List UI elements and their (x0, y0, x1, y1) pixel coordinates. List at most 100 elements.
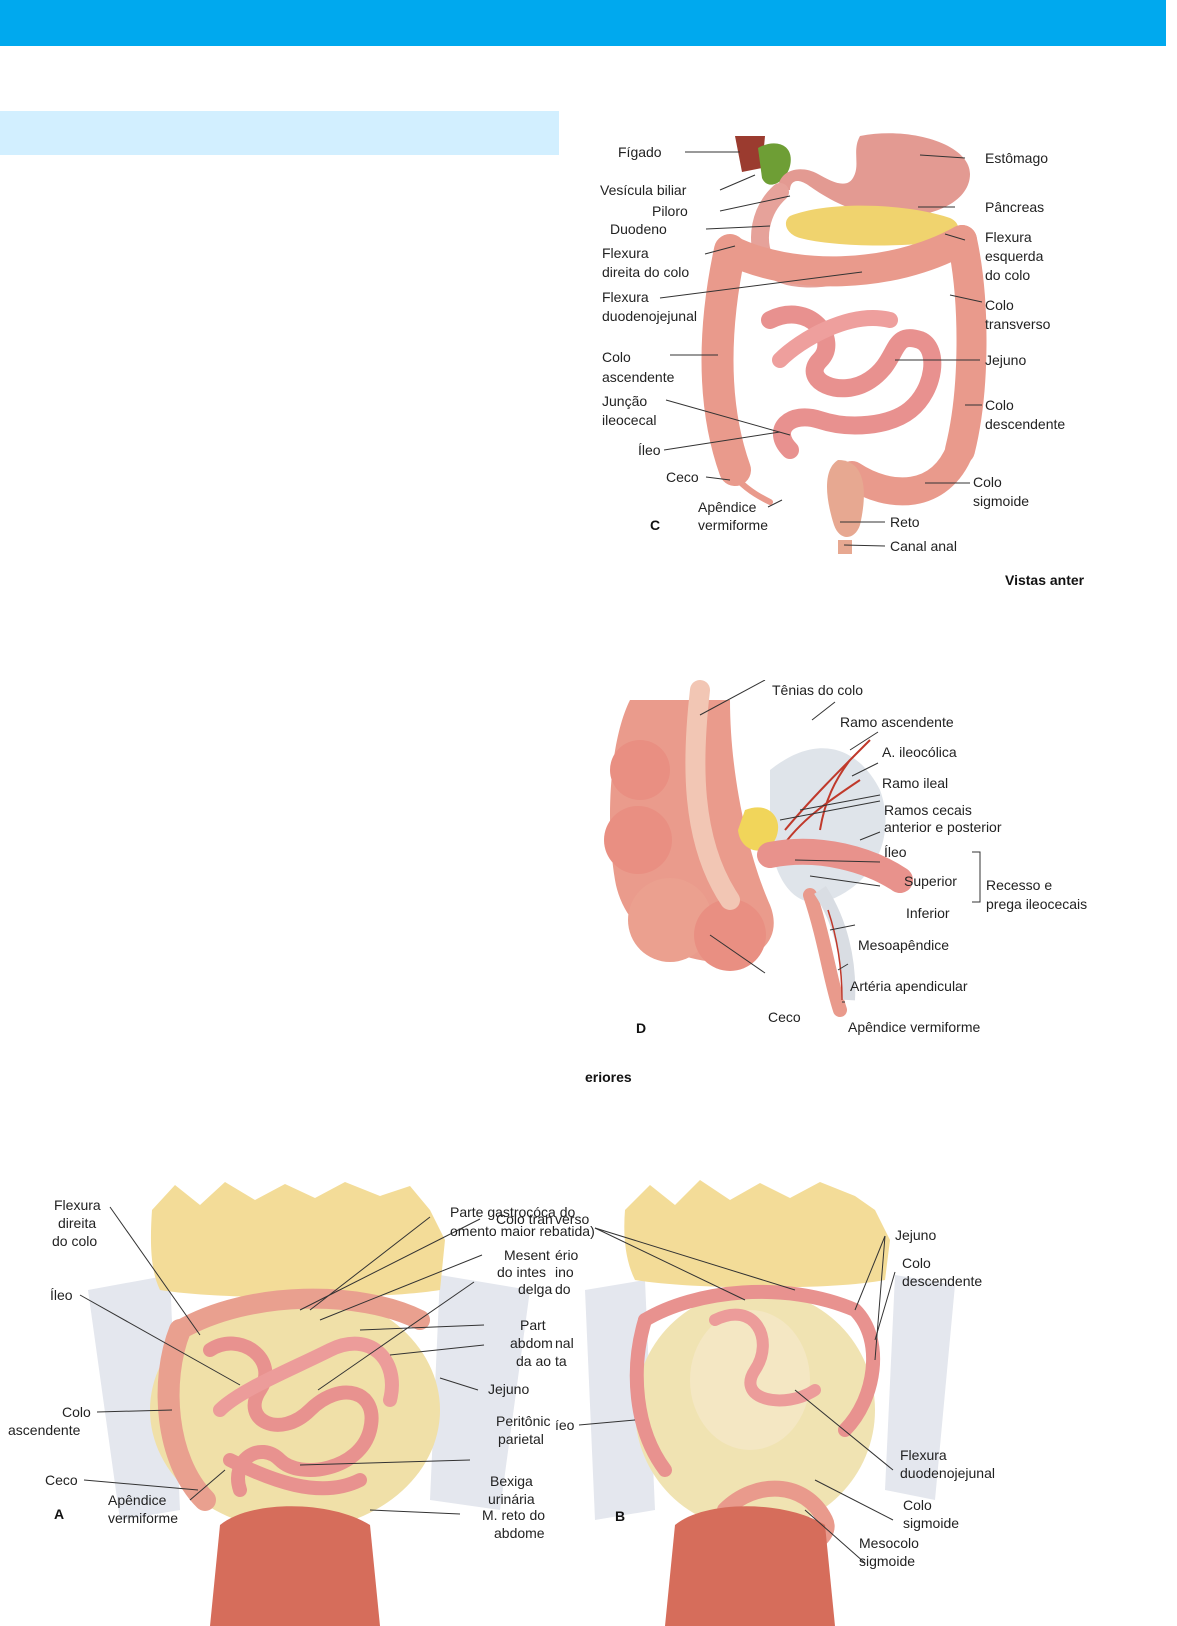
label-fragment-5: ta (555, 1353, 567, 1369)
label-peritonio-1: Peritônic (496, 1413, 550, 1429)
label-arteria-apendicular: Artéria apendicular (850, 978, 968, 994)
label-apendice-vermiforme: Apêndice vermiforme (848, 1019, 980, 1035)
figure-c-digestive-tract: Fígado Vesícula biliar Piloro Duodeno Fl… (590, 130, 1160, 605)
label-flexura-esquerda-3: do colo (985, 267, 1030, 283)
label-figado: Fígado (618, 144, 662, 160)
label-colo-transverso: verso (555, 1211, 589, 1227)
label-ramo-ascendente: Ramo ascendente (840, 714, 954, 730)
label-colo-ascendente-2: ascendente (8, 1422, 81, 1438)
label-fragment-4: nal (555, 1335, 574, 1351)
label-ramo-ileal: Ramo ileal (882, 775, 948, 791)
label-flexura-esquerda-2: esquerda (985, 248, 1044, 264)
label-ceco: Ceco (768, 1009, 801, 1025)
label-ileo: Íleo (638, 442, 661, 458)
label-colo-sigmoide-1: Colo (973, 474, 1002, 490)
label-duodeno: Duodeno (610, 221, 667, 237)
label-fragment-2: ino (555, 1264, 574, 1280)
label-flexura-direita-1: Flexura (54, 1197, 101, 1213)
label-pancreas: Pâncreas (985, 199, 1044, 215)
label-mesoapendice: Mesoapêndice (858, 937, 949, 953)
figure-letter-d: D (636, 1020, 646, 1036)
figure-letter-a: A (54, 1506, 64, 1522)
label-colo-sigmoide-2: sigmoide (903, 1515, 959, 1531)
label-flexura-duodenojejunal-1: Flexura (900, 1447, 947, 1463)
label-colo-sigmoide-1: Colo (903, 1497, 932, 1513)
figure-letter-c: C (650, 517, 660, 533)
label-juncao-ileocecal-1: Junção (602, 393, 647, 409)
figure-a-abdomen-anterior: Parte gastrocóca do omento maior rebatid… (0, 1180, 620, 1626)
label-parte-abdominal-1: Part (520, 1317, 546, 1333)
header-color-bar (0, 0, 1166, 46)
label-colo-transverso: Colo tran (496, 1211, 553, 1227)
label-flexura-direita-2: direita (58, 1215, 96, 1231)
label-ileo: íeo (555, 1417, 575, 1433)
label-inferior: Inferior (906, 905, 950, 921)
label-colo-descendente-1: Colo (985, 397, 1014, 413)
label-colo-ascendente-1: Colo (62, 1404, 91, 1420)
label-flexura-duodenojejunal-2: duodenojejunal (900, 1465, 995, 1481)
label-ramos-cecais-1: Ramos cecais (884, 802, 972, 818)
label-ileo: Íleo (50, 1287, 73, 1303)
label-apendice-2: vermiforme (698, 517, 768, 533)
label-apendice-1: Apêndice (698, 499, 757, 515)
label-peritonio-2: parietal (498, 1431, 544, 1447)
label-juncao-ileocecal-2: ileocecal (602, 412, 656, 428)
label-piloro: Piloro (652, 203, 688, 219)
label-ramos-cecais-2: anterior e posterior (884, 819, 1002, 835)
label-a-ileocolica: A. ileocólica (882, 744, 957, 760)
label-reto: Reto (890, 514, 920, 530)
view-caption-d: eriores (585, 1069, 632, 1085)
label-vesicula-biliar: Vesícula biliar (600, 182, 687, 198)
label-bexiga-1: Bexiga (490, 1473, 533, 1489)
label-reto-abdome-1: M. reto do (482, 1507, 545, 1523)
figure-letter-b: B (615, 1508, 625, 1524)
figure-c-illustration: Fígado Vesícula biliar Piloro Duodeno Fl… (600, 133, 1085, 588)
label-colo-transverso-1: Colo (985, 297, 1014, 313)
label-apendice-1: Apêndice (108, 1492, 167, 1508)
label-flexura-direita-1: Flexura (602, 245, 649, 261)
label-recesso-1: Recesso e (986, 877, 1052, 893)
label-mesenterio-3: delga (518, 1281, 552, 1297)
label-colo-descendente-2: descendente (902, 1273, 982, 1289)
label-colo-descendente-2: descendente (985, 416, 1065, 432)
label-colo-ascendente-2: ascendente (602, 369, 675, 385)
label-flexura-esquerda-1: Flexura (985, 229, 1032, 245)
label-mesocolo-1: Mesocolo (859, 1535, 919, 1551)
label-parte-abdominal-2: abdom (510, 1335, 553, 1351)
label-ceco: Ceco (45, 1472, 78, 1488)
label-omento-2: omento maior rebatida) (450, 1223, 595, 1239)
label-omento-1: Parte gastrocóca do (450, 1204, 576, 1220)
label-colo-ascendente-1: Colo (602, 349, 631, 365)
label-parte-abdominal-3: da ao (516, 1353, 551, 1369)
label-colo-transverso-2: transverso (985, 316, 1051, 332)
label-flexura-direita-3: do colo (52, 1233, 97, 1249)
label-mesenterio-2: do intes (497, 1264, 546, 1280)
label-apendice-2: vermiforme (108, 1510, 178, 1526)
figure-d-illustration: Tênias do colo Ramo ascendente A. ileocó… (585, 680, 1087, 1085)
label-flexura-duodenojejunal-2: duodenojejunal (602, 308, 697, 324)
label-colo-descendente-1: Colo (902, 1255, 931, 1271)
label-jejuno: Jejuno (488, 1381, 529, 1397)
label-recesso-2: prega ileocecais (986, 896, 1087, 912)
label-fragment-1: ério (555, 1247, 579, 1263)
label-flexura-direita-2: direita do colo (602, 264, 689, 280)
label-colo-sigmoide-2: sigmoide (973, 493, 1029, 509)
label-superior: Superior (904, 873, 957, 889)
label-flexura-duodenojejunal-1: Flexura (602, 289, 649, 305)
label-jejuno: Jejuno (895, 1227, 936, 1243)
label-bexiga-2: urinária (488, 1491, 535, 1507)
figure-a-illustration: Parte gastrocóca do omento maior rebatid… (8, 1182, 595, 1626)
label-tenias-do-colo: Tênias do colo (772, 682, 863, 698)
figure-b-illustration: verso ério ino do nal ta íeo Jejuno Colo… (555, 1180, 995, 1626)
label-ceco: Ceco (666, 469, 699, 485)
label-mesocolo-2: sigmoide (859, 1553, 915, 1569)
label-jejuno: Jejuno (985, 352, 1026, 368)
label-estomago: Estômago (985, 150, 1048, 166)
label-reto-abdome-2: abdome (494, 1525, 545, 1541)
label-canal-anal: Canal anal (890, 538, 957, 554)
figure-b-abdomen-anterior-reflected: verso ério ino do nal ta íeo Jejuno Colo… (555, 1180, 1160, 1626)
figure-d-ileocecal-region: Tênias do colo Ramo ascendente A. ileocó… (580, 680, 1160, 1090)
label-ileo: Íleo (884, 844, 907, 860)
section-heading-bar (0, 111, 559, 155)
label-mesenterio-1: Mesent (504, 1247, 550, 1263)
